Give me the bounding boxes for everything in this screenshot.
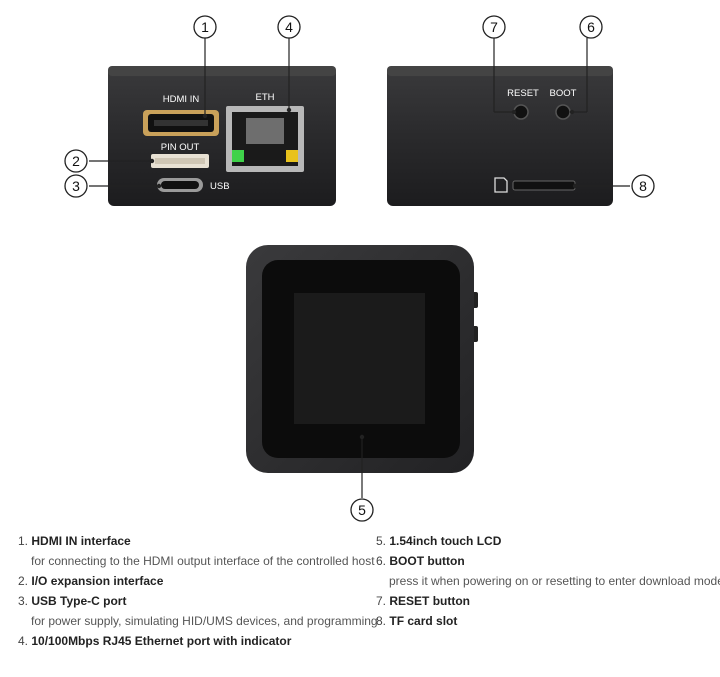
lcd-screen <box>294 293 425 424</box>
ethernet-port <box>226 106 304 172</box>
legend-item-5: 5. 1.54inch touch LCD <box>376 534 502 548</box>
pinout-label: PIN OUT <box>161 142 200 153</box>
svg-text:1: 1 <box>201 19 209 35</box>
device-front-view <box>246 245 478 473</box>
boot-label: BOOT <box>550 88 577 99</box>
usb-c-port <box>157 178 203 192</box>
callout-5: 5 <box>350 498 374 522</box>
device-back-view: RESET BOOT <box>387 66 613 206</box>
callout-3: 3 <box>64 174 88 198</box>
callout-2: 2 <box>64 149 88 173</box>
hdmi-label: HDMI IN <box>163 94 200 105</box>
eth-led-yellow <box>286 150 298 162</box>
usb-label: USB <box>210 181 230 192</box>
callout-7: 7 <box>482 15 506 39</box>
svg-text:5: 5 <box>358 502 366 518</box>
svg-text:4: 4 <box>285 19 293 35</box>
reset-label: RESET <box>507 88 539 99</box>
callout-dots <box>149 107 578 440</box>
device-side-ports-view: HDMI IN PIN OUT USB ETH <box>108 66 336 206</box>
legend-item-1: 1. HDMI IN interface <box>18 534 131 548</box>
callout-8: 8 <box>631 174 655 198</box>
legend-item-7: 7. RESET button <box>376 594 471 608</box>
hdmi-port <box>143 110 219 136</box>
svg-text:6: 6 <box>587 19 595 35</box>
svg-text:8: 8 <box>639 178 647 194</box>
eth-label: ETH <box>256 92 275 103</box>
boot-button <box>555 104 571 120</box>
legend-item-3-desc: for power supply, simulating HID/UMS dev… <box>31 614 378 628</box>
callout-lines <box>89 38 630 498</box>
pin-header <box>151 154 209 168</box>
device-diagram: HDMI IN PIN OUT USB ETH RESET BOOT <box>64 15 655 522</box>
legend-item-8: 8. TF card slot <box>376 614 458 628</box>
tf-card-slot <box>512 180 576 191</box>
legend-item-1-desc: for connecting to the HDMI output interf… <box>31 554 375 568</box>
legend-item-3: 3. USB Type-C port <box>18 594 127 608</box>
callout-6: 6 <box>579 15 603 39</box>
legend-item-4: 4. 10/100Mbps RJ45 Ethernet port with in… <box>18 634 292 648</box>
eth-led-green <box>232 150 244 162</box>
legend-item-2: 2. I/O expansion interface <box>18 574 164 588</box>
svg-text:2: 2 <box>72 153 80 169</box>
callout-4: 4 <box>277 15 301 39</box>
legend-item-6: 6. BOOT button <box>376 554 465 568</box>
svg-text:3: 3 <box>72 178 80 194</box>
callout-1: 1 <box>193 15 217 39</box>
svg-text:7: 7 <box>490 19 498 35</box>
legend-left: 1. HDMI IN interface for connecting to t… <box>18 531 378 651</box>
legend-right: 5. 1.54inch touch LCD 6. BOOT button pre… <box>376 531 720 631</box>
legend-item-6-desc: press it when powering on or resetting t… <box>389 574 720 588</box>
sd-card-icon <box>494 177 508 193</box>
